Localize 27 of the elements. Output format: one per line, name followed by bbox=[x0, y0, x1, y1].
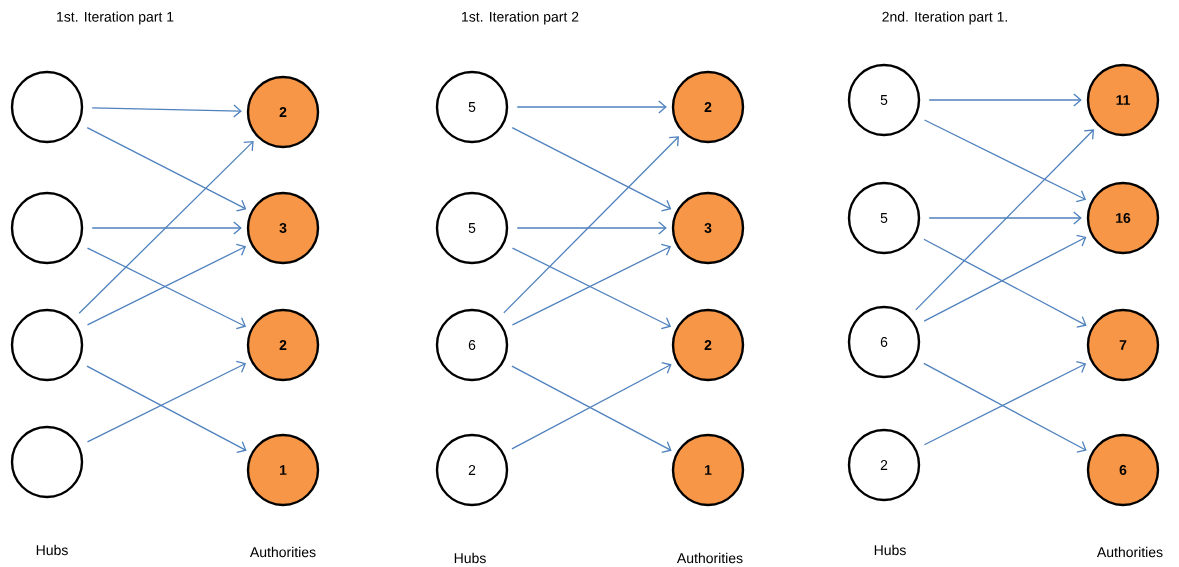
hub-circle bbox=[10, 70, 84, 144]
arrow bbox=[511, 126, 672, 212]
arrow bbox=[915, 129, 1095, 311]
arrow bbox=[923, 119, 1087, 203]
panel-title: 2nd. Iteration part 1. bbox=[882, 11, 1007, 25]
panel-title: 1st. Iteration part 2 bbox=[462, 11, 579, 25]
hub-circle bbox=[10, 191, 84, 265]
column-label: Hubs bbox=[454, 552, 486, 564]
hub-circle bbox=[10, 308, 84, 382]
column-label: Authorities bbox=[676, 552, 743, 564]
panel-title: 1st. Iteration part 1 bbox=[57, 11, 174, 25]
column-label: Authorities bbox=[1096, 546, 1163, 558]
arrow bbox=[91, 221, 242, 235]
arrow bbox=[86, 360, 247, 443]
hub-circle bbox=[10, 425, 84, 499]
arrow bbox=[928, 93, 1082, 107]
column-label: Hubs bbox=[36, 544, 68, 556]
arrow bbox=[86, 126, 247, 212]
arrow bbox=[516, 221, 667, 235]
arrow bbox=[91, 104, 242, 118]
column-label: Authorities bbox=[249, 546, 316, 558]
arrow bbox=[928, 211, 1082, 225]
arrow bbox=[86, 365, 247, 453]
arrow bbox=[78, 140, 254, 314]
arrow bbox=[503, 136, 679, 314]
column-label: Hubs bbox=[874, 544, 906, 556]
arrow bbox=[516, 100, 667, 114]
